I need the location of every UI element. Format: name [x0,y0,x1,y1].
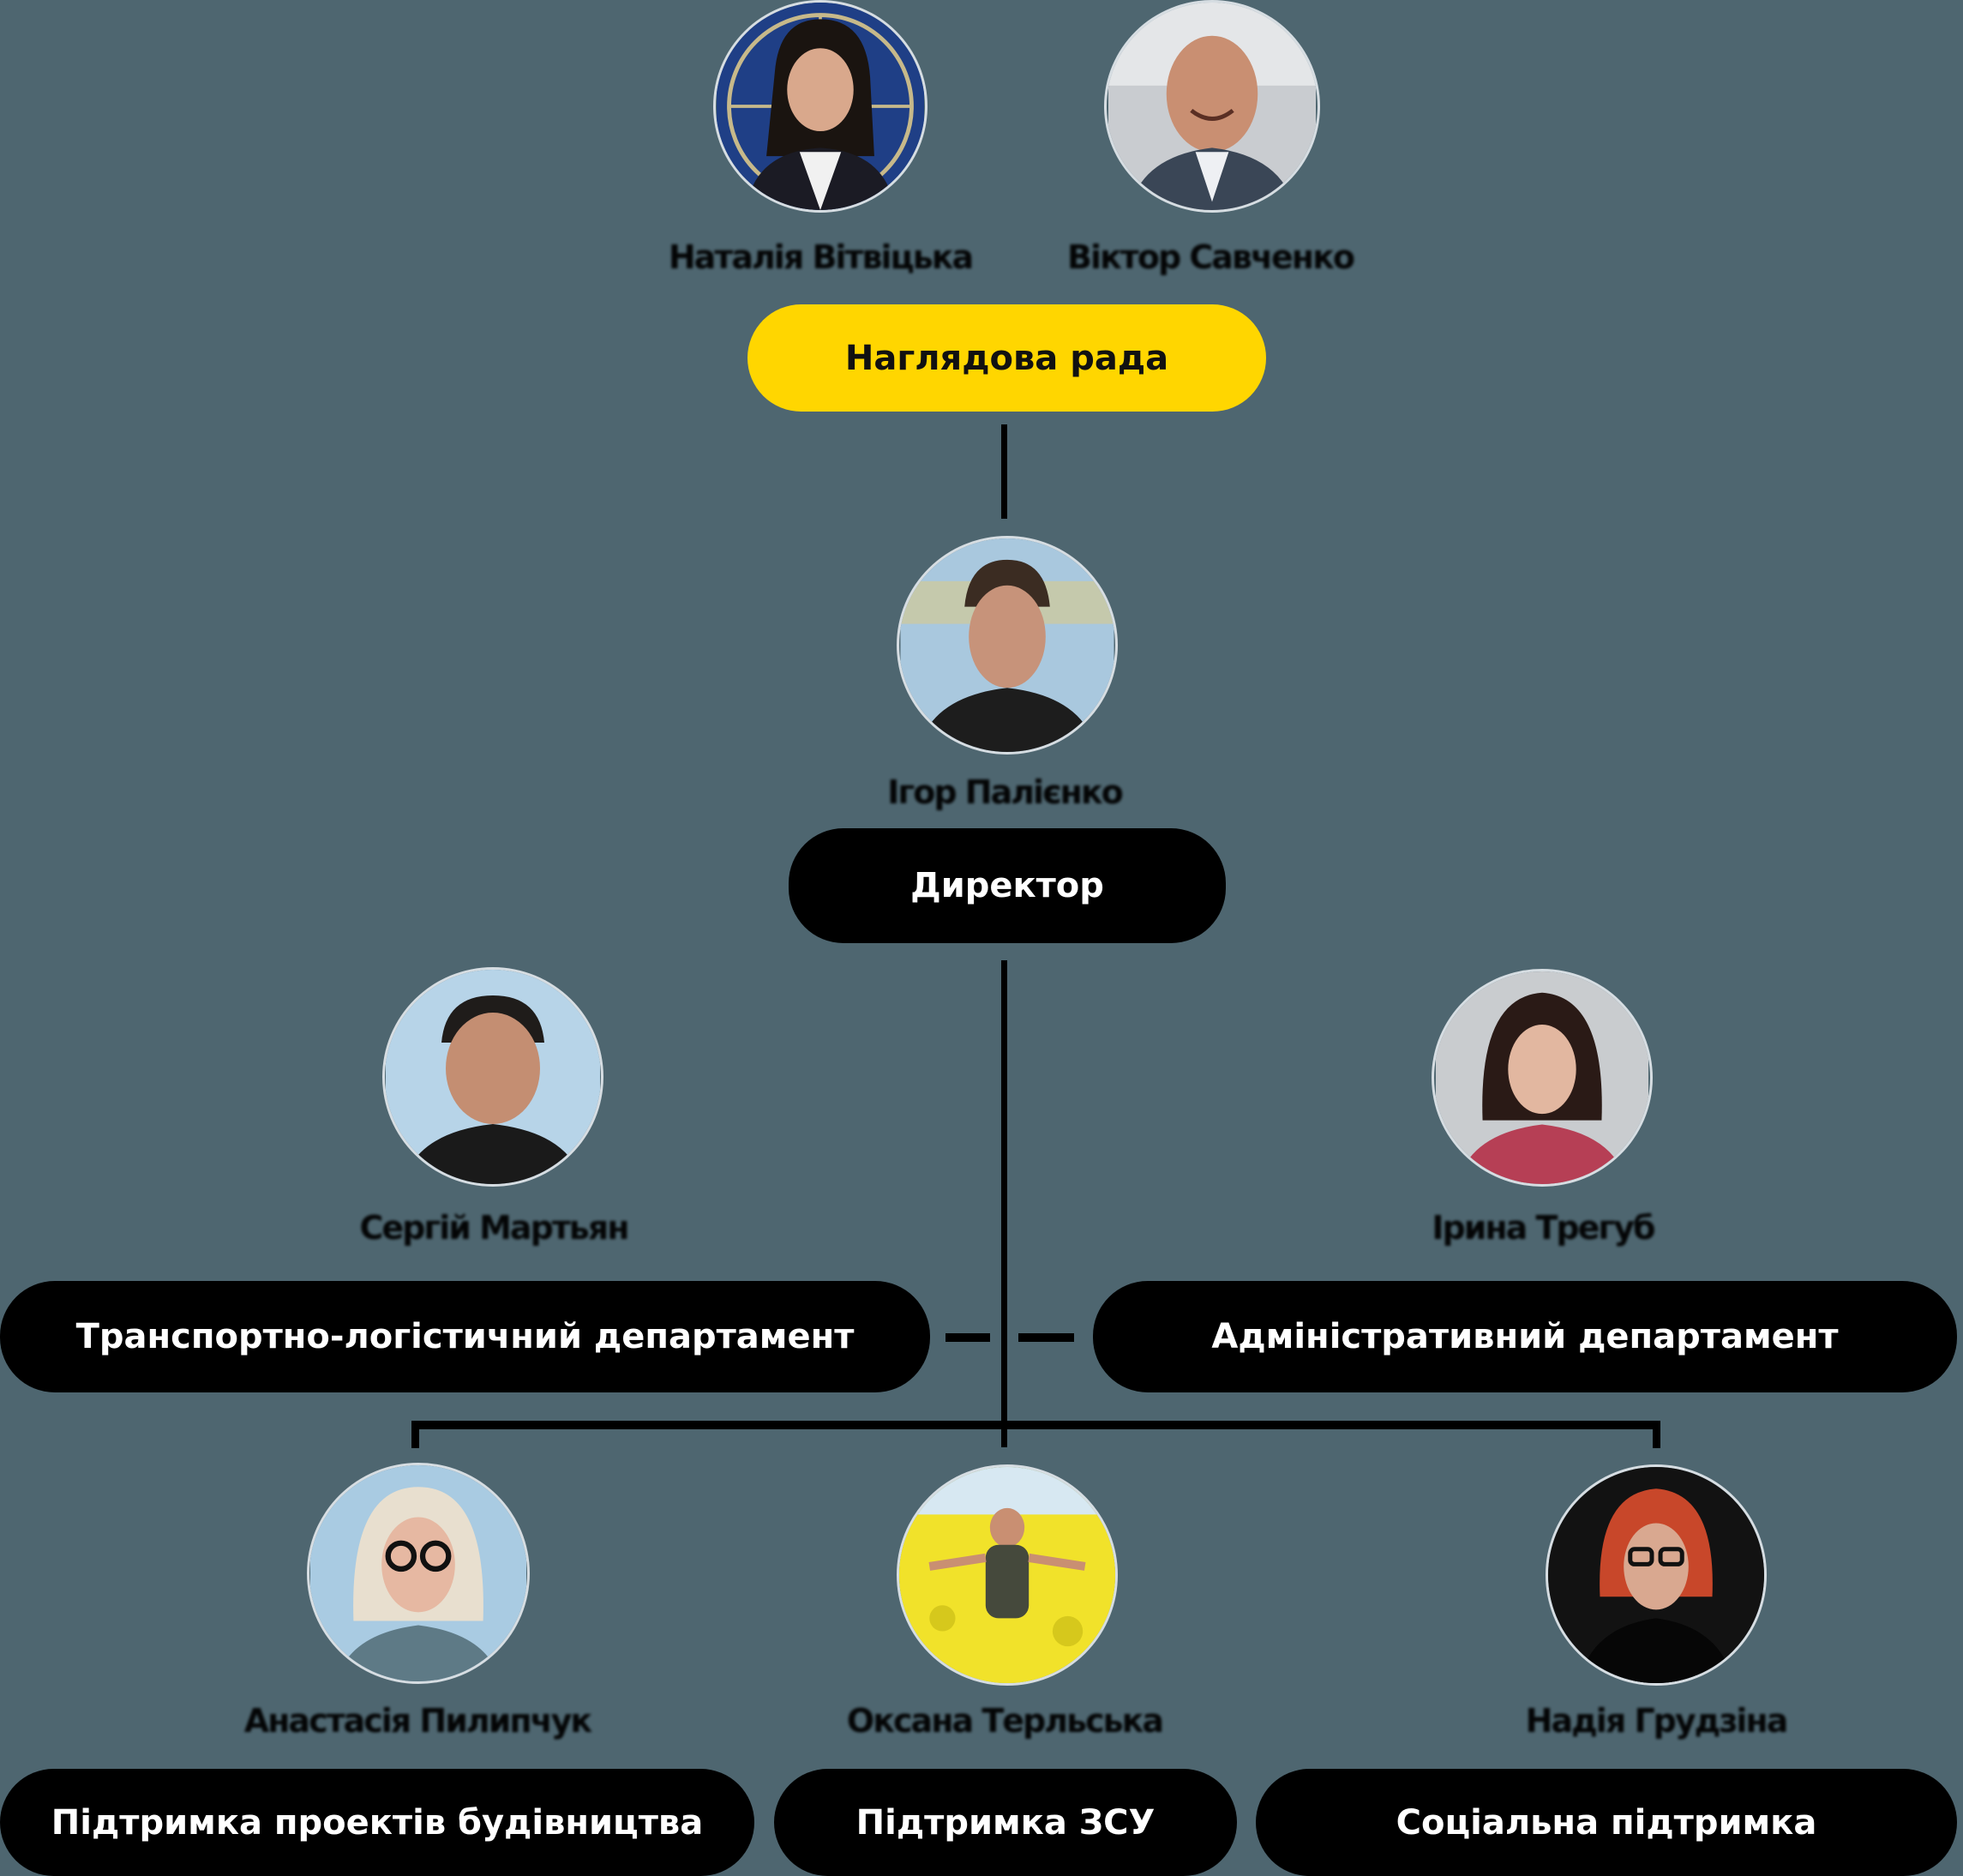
woman-in-rapeseed-field-photo-icon [899,1467,1115,1683]
avatar-program-army [897,1464,1118,1686]
woman-dark-hair-photo-icon [717,3,924,210]
man-bald-smiling-photo-icon [1108,3,1316,210]
woman-glasses-blonde-photo-icon [310,1465,526,1681]
director-name: Ігор Палієнко [887,773,1124,811]
program-army-head-name: Оксана Терльська [846,1702,1164,1740]
connector-program-left-drop [411,1421,419,1448]
connector-program-right-drop [1653,1421,1660,1448]
avatar-board-member-2 [1104,0,1320,213]
man-portrait-photo-icon [900,538,1114,752]
connector-board-director [1001,424,1007,519]
woman-bob-hair-photo-icon [1436,971,1648,1184]
connector-department-right [1018,1333,1074,1342]
program-social-head-name: Надія Грудзіна [1525,1702,1789,1740]
avatar-department-admin [1432,969,1653,1187]
avatar-program-social [1546,1464,1767,1686]
avatar-department-transport [382,967,603,1187]
director-pill[interactable]: Директор [789,828,1226,943]
board-pill[interactable]: Наглядова рада [747,304,1266,412]
avatar-director [897,536,1118,755]
man-dark-hair-photo-icon [386,970,600,1184]
department-admin-head-name: Ірина Трегуб [1432,1209,1655,1247]
avatar-program-construction [307,1463,530,1684]
program-construction-pill[interactable]: Підтримка проектів будівництва [0,1769,754,1876]
department-admin-pill[interactable]: Адміністративний департамент [1093,1281,1957,1392]
department-transport-pill[interactable]: Транспортно-логістичний департамент [0,1281,930,1392]
woman-red-hair-glasses-photo-icon [1548,1467,1764,1683]
board-member-1-name: Наталія Вітвіцька [668,238,974,276]
avatar-board-member-1 [713,0,927,213]
connector-programs-horizontal [411,1421,1660,1429]
connector-director-trunk [1001,960,1007,1447]
department-transport-head-name: Сергій Мартьян [359,1209,630,1247]
board-member-2-name: Віктор Савченко [1067,238,1355,276]
program-social-pill[interactable]: Соціальна підтримка [1256,1769,1957,1876]
connector-department-left [945,1333,990,1342]
program-army-pill[interactable]: Підтримка ЗСУ [774,1769,1237,1876]
program-construction-head-name: Анастасія Пилипчук [243,1702,592,1740]
